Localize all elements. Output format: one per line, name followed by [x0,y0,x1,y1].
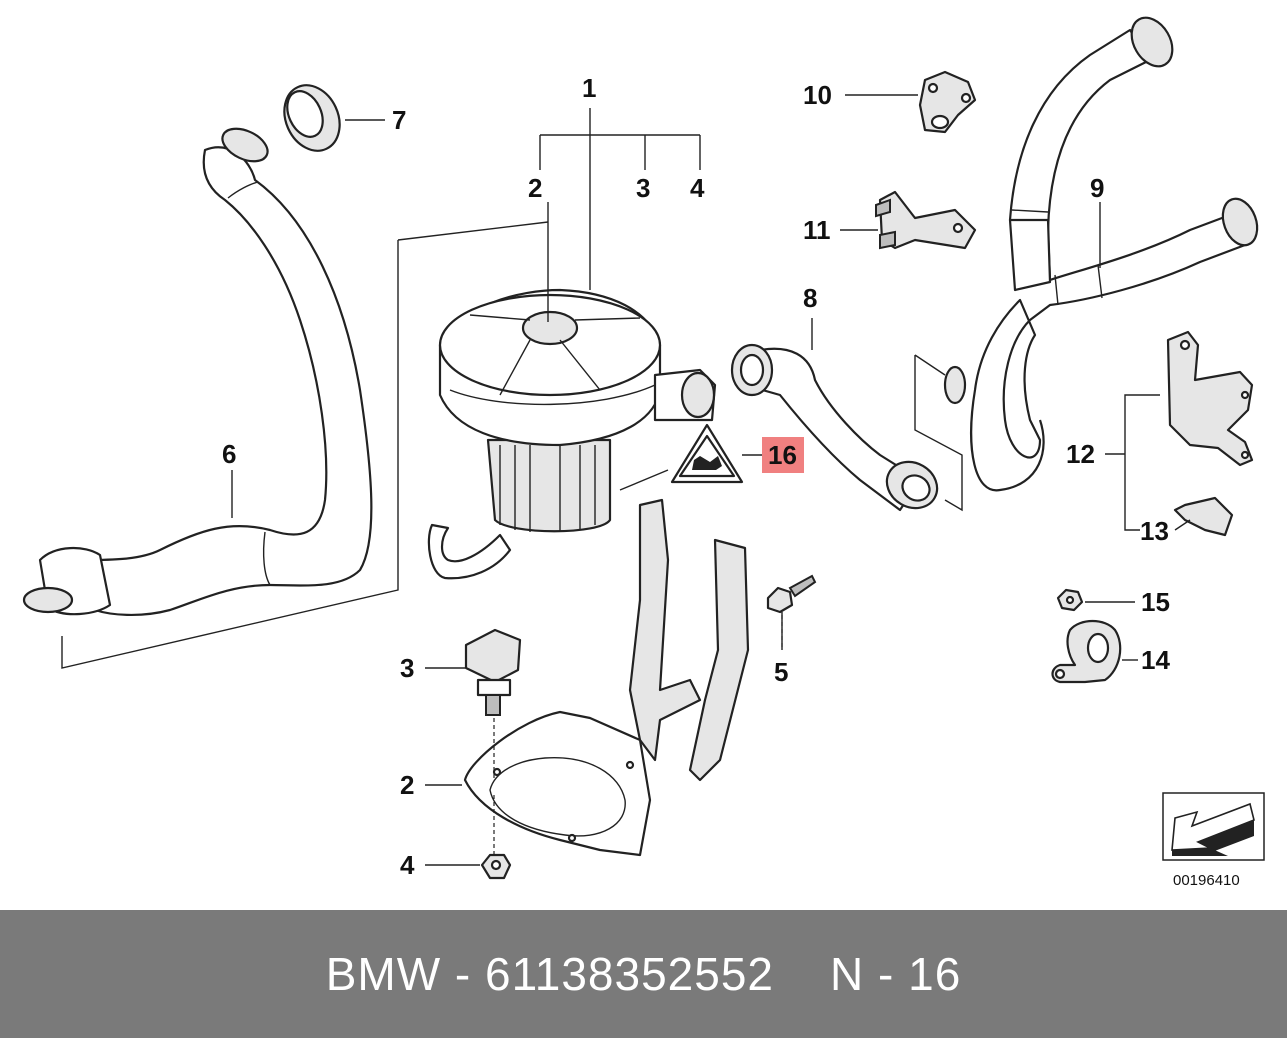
part-info-footer: BMW - 61138352552 N - 16 [0,910,1287,1038]
secondary-air-pump-1[interactable] [427,288,717,580]
callout-3: 3 [636,173,650,203]
callout-10: 10 [803,80,832,110]
bolt-5[interactable] [766,574,817,614]
hose-9-y-branch[interactable] [943,10,1263,492]
callout-12: 12 [1066,439,1095,469]
callout-8: 8 [803,283,817,313]
leader-12 [1105,394,1160,531]
brand-label: BMW [325,948,442,1000]
part-number: 61138352552 [485,948,775,1000]
bracket-11[interactable] [875,190,977,250]
callout-4: 4 [690,173,705,203]
callout-6: 6 [222,439,236,469]
clamp-14[interactable] [1051,619,1122,684]
callout-3-lower: 3 [400,653,414,683]
separator: - [454,948,472,1000]
callout-1: 1 [582,73,596,103]
hose-clamp-7[interactable] [274,76,350,160]
leader-16 [619,454,762,491]
callout-9: 9 [1090,173,1104,203]
callout-2-lower: 2 [400,770,414,800]
callout-15: 15 [1141,587,1170,617]
front-direction-arrow-icon [1162,792,1265,861]
nut-15[interactable] [1056,588,1084,612]
nut-4[interactable] [480,853,512,880]
air-pump-warning-triangle-icon[interactable] [670,423,744,484]
diagram-reference-number: 00196410 [1173,872,1240,889]
callout-4-lower: 4 [400,850,415,880]
parts-diagram: 1 2 3 4 5 6 7 8 9 10 11 12 13 14 15 16 3… [22,10,1265,889]
callout-16[interactable]: 16 [768,440,797,470]
hose-8[interactable] [730,343,946,517]
clip-13[interactable] [1173,496,1234,537]
pump-bracket-2[interactable] [463,498,750,857]
hose-6[interactable] [22,122,373,617]
callout-16-highlight [762,437,804,473]
assembly-frame-right [914,354,963,512]
footer-text: BMW - 61138352552 N - 16 [326,947,962,1001]
bracket-10[interactable] [918,70,977,134]
bracket-12[interactable] [1166,330,1254,467]
callout-11: 11 [803,215,831,245]
callout-14: 14 [1141,645,1170,675]
diagram-canvas: 1 2 3 4 5 6 7 8 9 10 11 12 13 14 15 16 3… [22,10,1265,889]
callout-7: 7 [392,105,406,135]
callout-5: 5 [774,657,788,687]
callout-13: 13 [1140,516,1169,546]
leader-13 [1174,519,1191,531]
assembly-frame-line [61,221,549,669]
sensor-3[interactable] [464,628,522,716]
position-label: N - 16 [830,948,962,1000]
callout-2: 2 [528,173,542,203]
leader-1 [539,108,701,322]
